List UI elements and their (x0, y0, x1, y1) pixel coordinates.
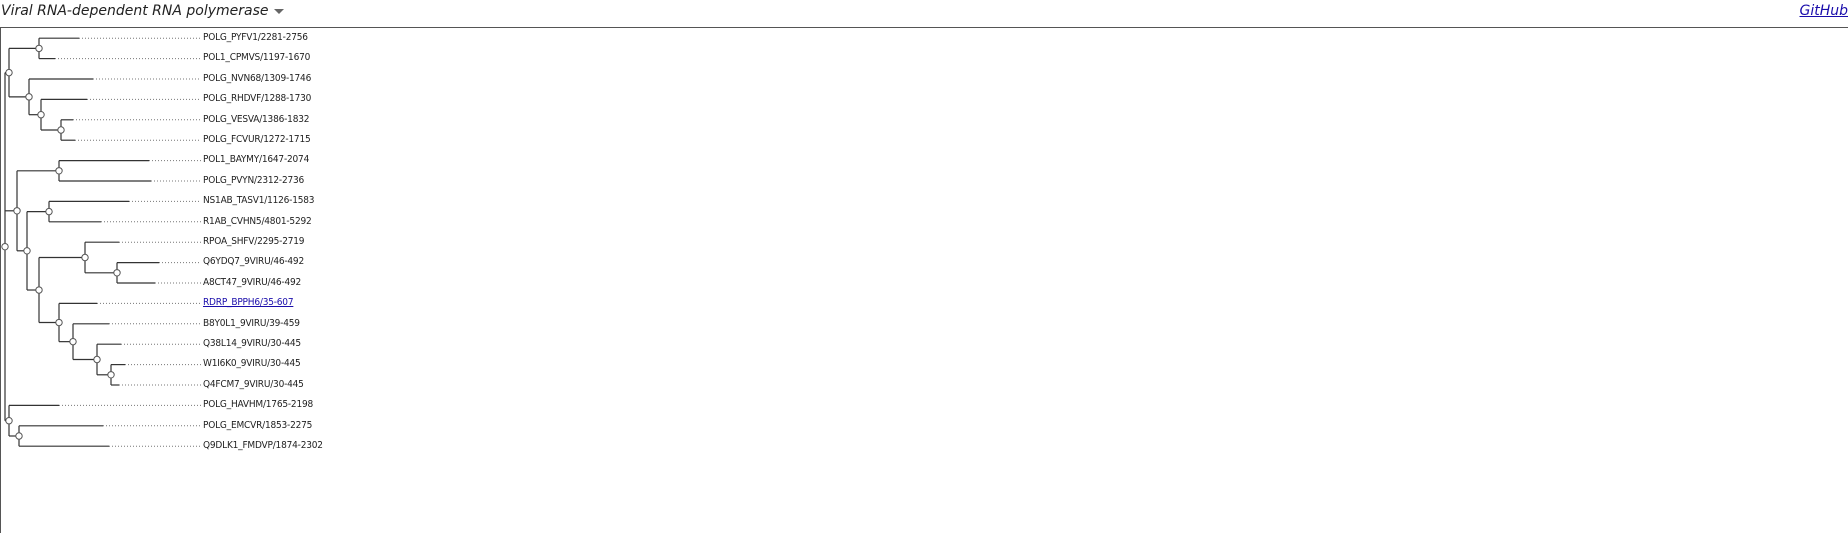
tree-node (69, 337, 77, 346)
sequence-name: POL1_BAYMY/1647-2074 (203, 154, 310, 166)
sequence-name: POLG_VESVA/1386-1832 (203, 113, 310, 125)
sequence-name: POLG_HAVHM/1765-2198 (203, 399, 314, 411)
sequence-name: NS1AB_TASV1/1126-1583 (203, 195, 315, 207)
tree-node (81, 253, 89, 262)
dataset-label: Viral RNA-dependent RNA polymerase (1, 3, 269, 19)
tree-node (55, 167, 63, 175)
top-bar: Viral RNA-dependent RNA polymerase GitHu… (0, 0, 1848, 28)
tree-node (93, 355, 101, 364)
sequence-name: A8CT47_9VIRU/46-492 (203, 276, 302, 288)
tree-node (55, 318, 63, 327)
sequence-name: Q38L14_9VIRU/30-445 (203, 338, 301, 349)
tree-node (5, 417, 13, 425)
sequence-name: POLG_FCVUR/1272-1715 (203, 134, 311, 145)
phylogenetic-tree (1, 37, 201, 447)
sequence-name: Q9DLK1_FMDVP/1874-2302 (203, 440, 323, 451)
sequence-name: POLG_NVN68/1309-1746 (203, 72, 312, 84)
sequence-name: POLG_EMCVR/1853-2275 (203, 419, 313, 431)
tree-node (107, 371, 115, 379)
sequence-name: POLG_PYFV1/2281-2756 (203, 32, 308, 43)
tree-node (57, 126, 65, 134)
tree-node (37, 111, 45, 119)
dataset-dropdown[interactable]: Viral RNA-dependent RNA polymerase (1, 3, 284, 19)
sequence-name: RPOA_SHFV/2295-2719 (203, 236, 305, 247)
sequence-name: POL1_CPMVS/1197-1670 (203, 52, 311, 64)
chevron-down-icon (273, 8, 284, 14)
tree-node (15, 432, 23, 440)
tree-node (35, 44, 43, 53)
sequence-name: W1I6K0_9VIRU/30-445 (203, 358, 301, 370)
tree-node (1, 242, 9, 251)
sequence-name: Q4FCM7_9VIRU/30-445 (203, 378, 304, 390)
sequence-name: POLG_RHDVF/1288-1730 (203, 93, 312, 105)
sequence-name: R1AB_CVHN5/4801-5292 (203, 215, 312, 227)
tree-node (23, 247, 31, 255)
tree-node (13, 207, 21, 215)
tree-node (5, 68, 13, 77)
tree-node (35, 286, 43, 294)
sequence-name: POLG_PVYN/2312-2736 (203, 174, 305, 186)
github-link[interactable]: GitHub (1799, 3, 1848, 19)
sequence-name: Q6YDQ7_9VIRU/46-492 (203, 256, 304, 268)
tree-node (25, 93, 33, 101)
tree-node (45, 207, 53, 216)
sequence-name[interactable]: RDRP_BPPH6/35-607 (203, 297, 294, 309)
sequence-name: B8Y0L1_9VIRU/39-459 (203, 317, 300, 329)
tree-node (113, 269, 121, 277)
